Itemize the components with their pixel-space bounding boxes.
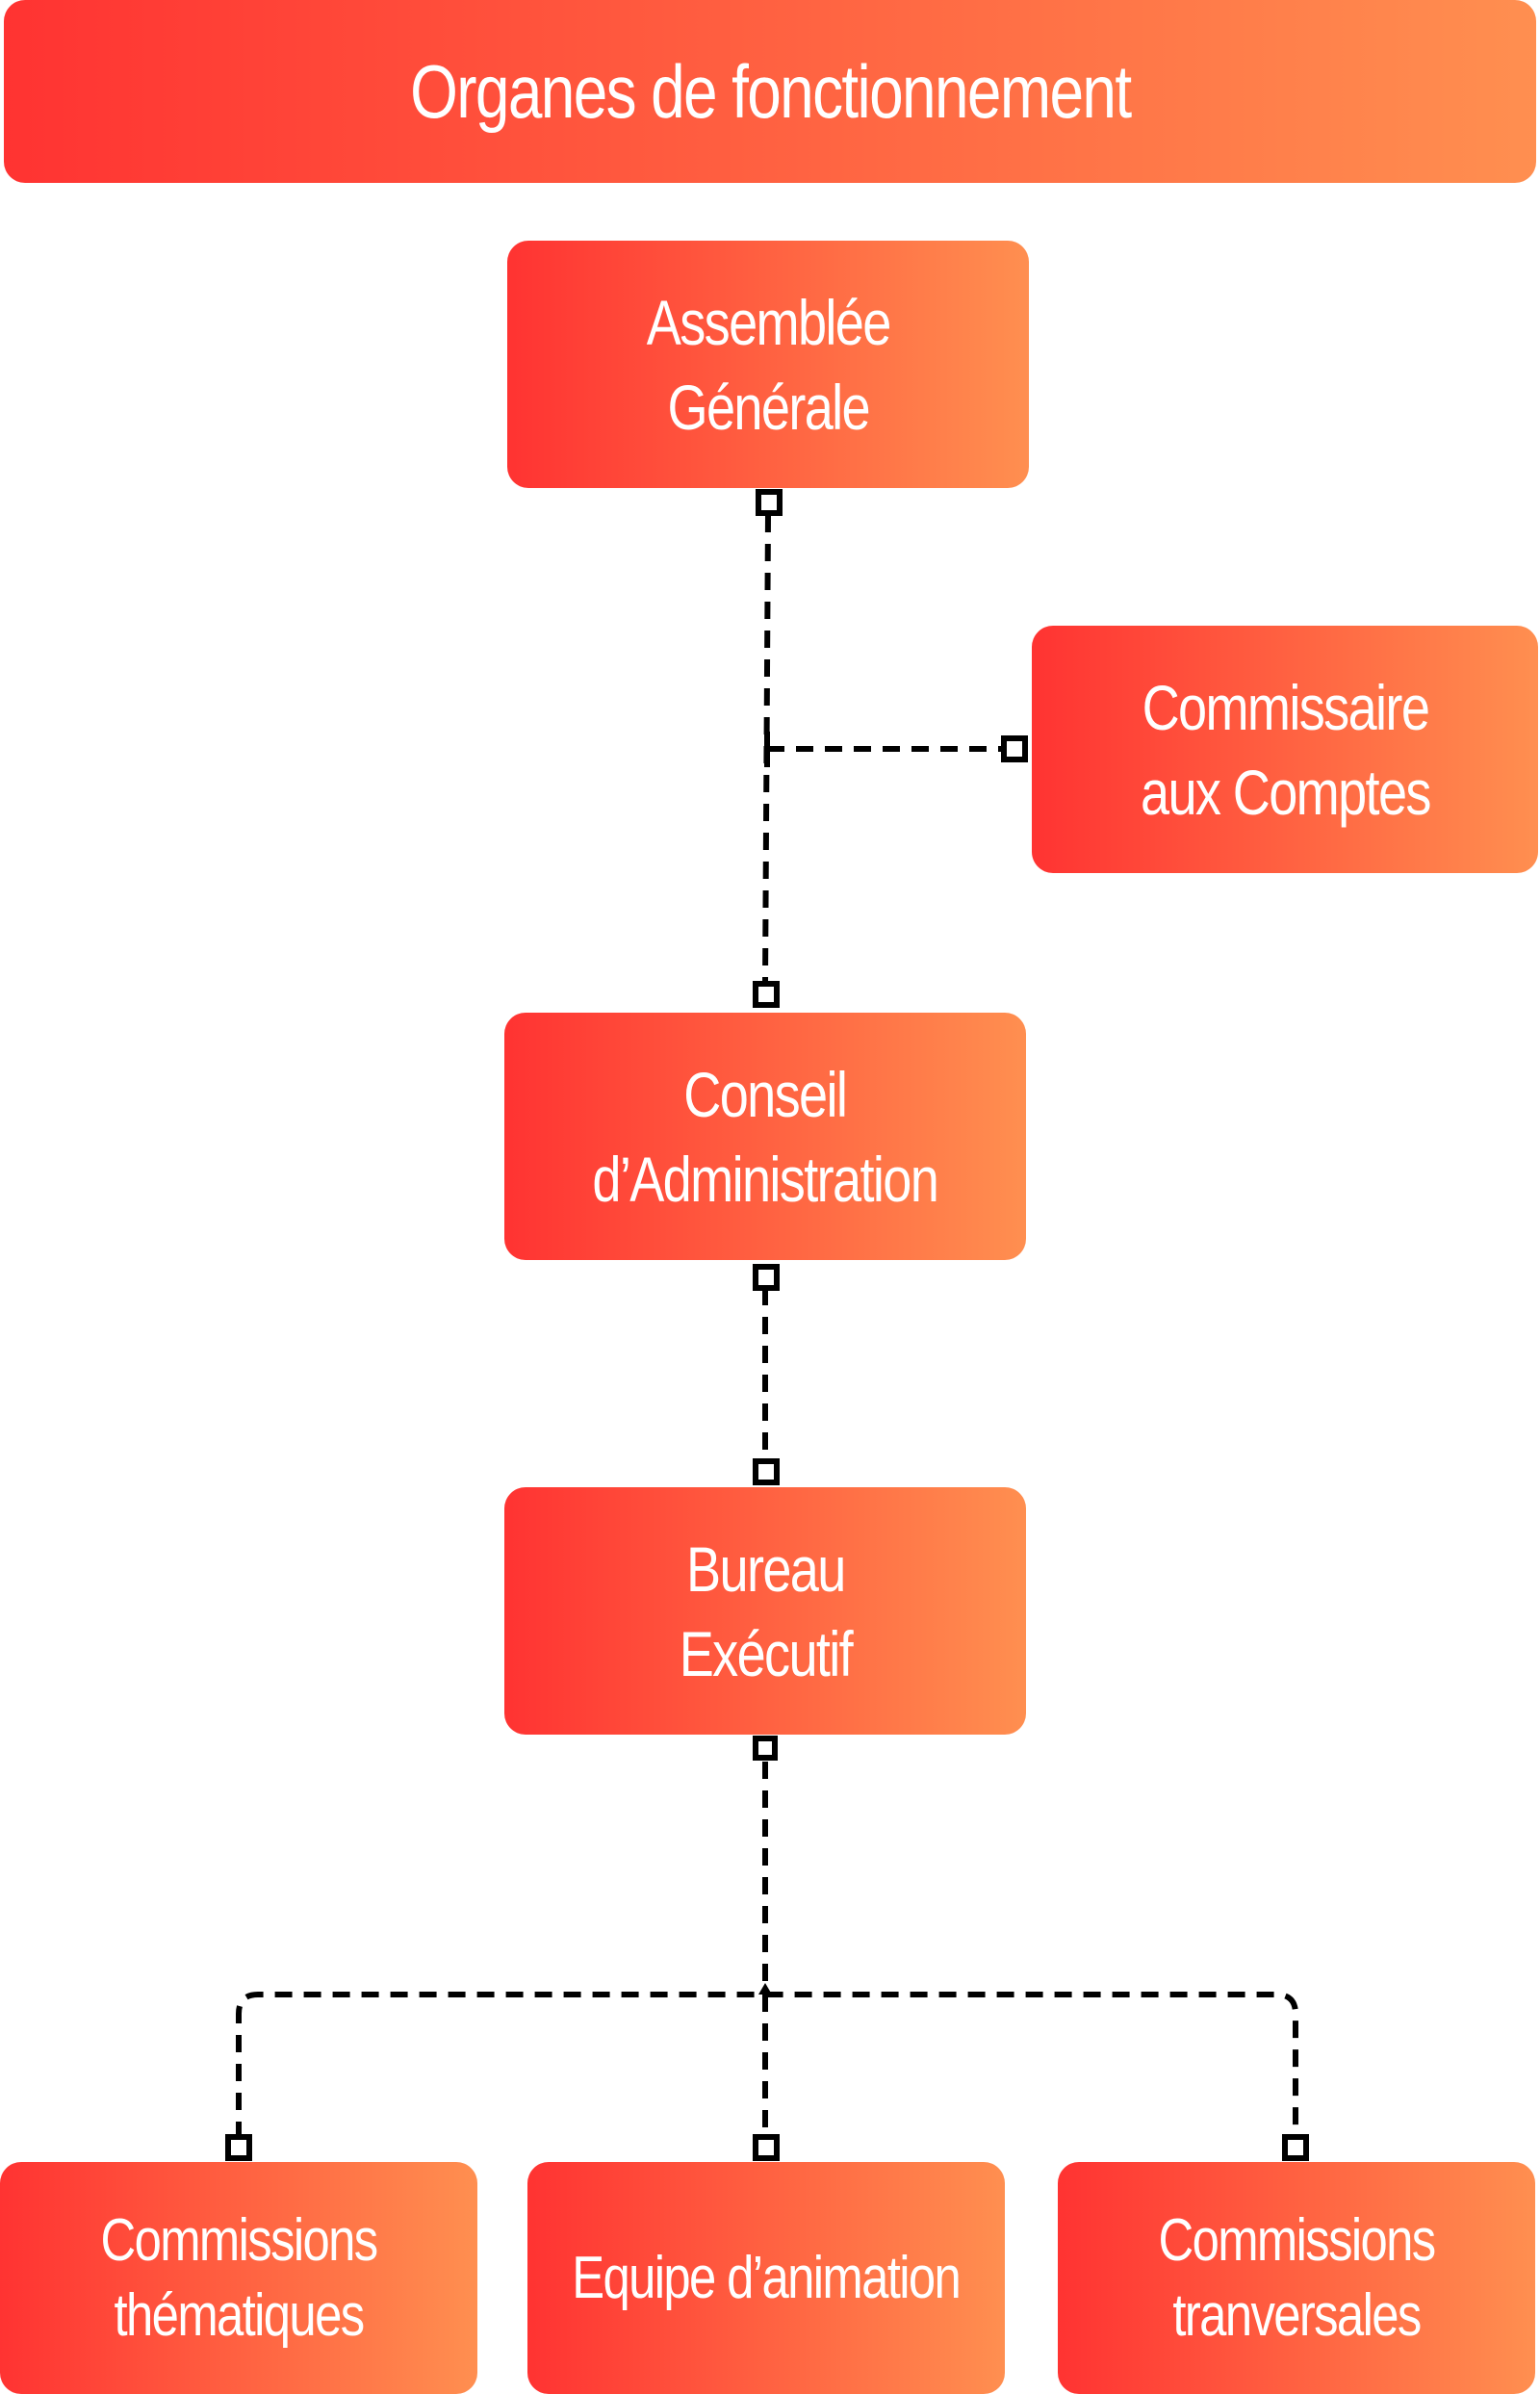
node-commissions-transversales: Commissions tranversales (1058, 2162, 1535, 2394)
connector-node-square (225, 2134, 252, 2161)
node-bureau-executif: Bureau Exécutif (504, 1487, 1026, 1735)
node-bureau-executif-label: Bureau Exécutif (679, 1532, 853, 1689)
connector-node-square (1282, 2134, 1309, 2161)
connector-node-square (753, 981, 780, 1008)
node-commissions-transversales-label: Commissions tranversales (1158, 2206, 1436, 2349)
node-commissions-thematiques: Commissions thématiques (0, 2162, 477, 2394)
connector-node-square (753, 1458, 780, 1485)
connector-node-square (1001, 735, 1028, 762)
node-commissaire-aux-comptes: Commissaire aux Comptes (1032, 626, 1538, 873)
connector-node-square (756, 489, 783, 516)
page-title: Organes de fonctionnement (4, 0, 1536, 183)
node-commissions-thematiques-label: Commissions thématiques (100, 2206, 378, 2349)
node-commissaire-aux-comptes-label: Commissaire aux Comptes (1140, 671, 1431, 828)
connector-node-square (753, 2134, 780, 2161)
node-assemblee-generale: Assemblée Générale (507, 241, 1029, 488)
connector-node-square (753, 1264, 780, 1291)
node-equipe-animation-label: Equipe d’animation (572, 2244, 962, 2311)
node-conseil-administration-label: Conseil d’Administration (592, 1058, 939, 1215)
connector-node-square (753, 1736, 778, 1761)
node-equipe-animation: Equipe d’animation (527, 2162, 1005, 2394)
page-title-text: Organes de fonctionnement (409, 49, 1132, 134)
node-conseil-administration: Conseil d’Administration (504, 1013, 1026, 1260)
node-assemblee-generale-label: Assemblée Générale (646, 286, 892, 443)
